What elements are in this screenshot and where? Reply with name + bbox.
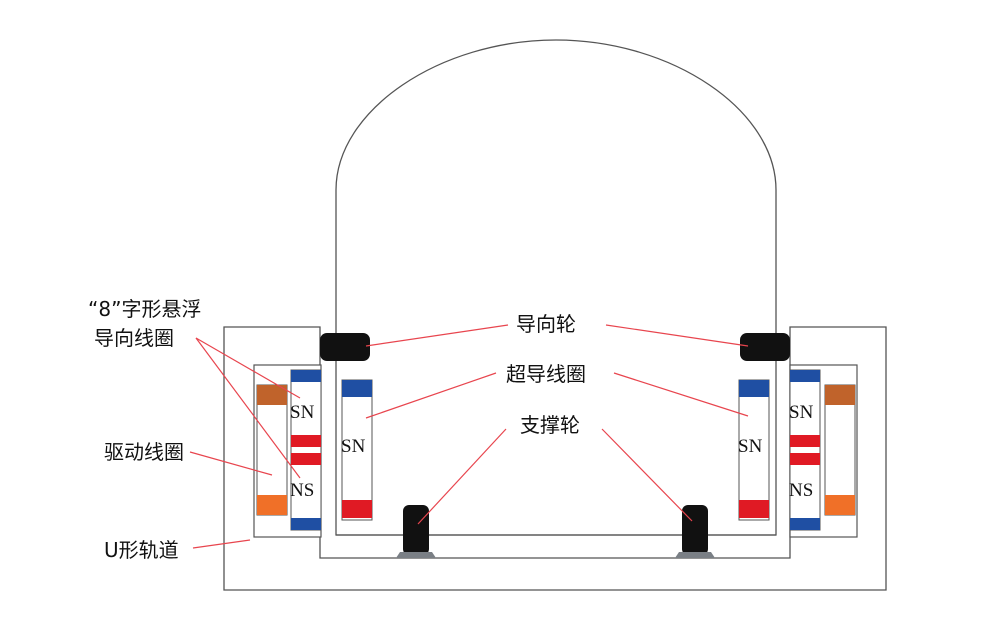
right-drive-coil [824,384,856,516]
levitation-coil-label-line1: “8”字形悬浮 [88,297,201,321]
vehicle-body [335,39,777,536]
left-sc-pole-label: SN [341,436,366,457]
right-figure8-coil [789,369,821,531]
left-lower-pole-label: NS [290,480,314,501]
left-drive-coil [256,384,288,516]
leader-lines [189,324,749,549]
levitation-coil-label-line2: 导向线圈 [94,326,174,350]
right-upper-pole-label: SN [789,402,814,423]
superconducting-coil-label: 超导线圈 [506,362,586,386]
right-superconducting-coil [738,379,770,521]
u-track-label: U形轨道 [104,538,179,562]
left-upper-pole-label: SN [290,402,315,423]
left-support-wheel [396,505,436,558]
right-sc-pole-label: SN [738,436,763,457]
drive-coil-label: 驱动线圈 [104,440,184,464]
guide-wheel-label: 导向轮 [516,312,576,336]
left-figure8-coil [290,369,322,531]
left-superconducting-coil [341,379,373,521]
right-lower-pole-label: NS [789,480,813,501]
right-guide-wheel [740,333,790,361]
left-guide-wheel [320,333,370,361]
support-wheel-label: 支撑轮 [520,413,580,437]
